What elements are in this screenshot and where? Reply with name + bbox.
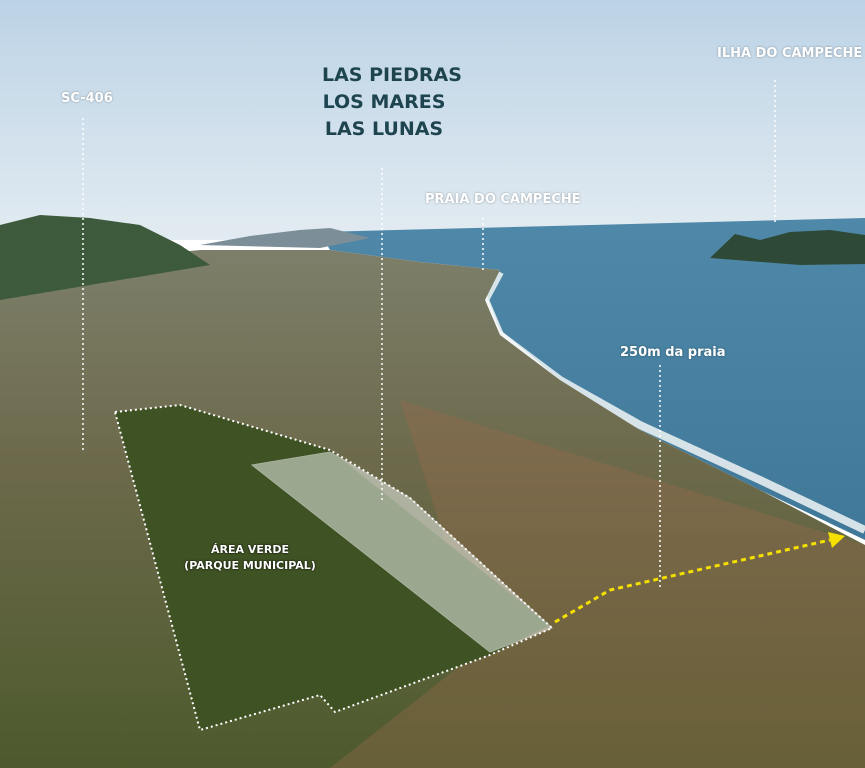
sea [320, 218, 865, 540]
label-las-lunas: LAS LUNAS [324, 118, 444, 140]
label-ilha: ILHA DO CAMPECHE [717, 46, 863, 61]
route-to-beach [554, 538, 831, 624]
label-los-mares: LOS MARES [322, 91, 446, 113]
label-parque-municipal: (PARQUE MUNICIPAL) [184, 559, 316, 572]
label-las-piedras: LAS PIEDRAS [322, 64, 462, 86]
label-sc406: SC-406 [61, 91, 113, 106]
park-boundary [114, 403, 554, 732]
arrow-head-icon [828, 532, 845, 548]
mountains-far [200, 228, 370, 248]
label-praia: PRAIA DO CAMPECHE [425, 192, 581, 207]
label-distance: 250m da praia [620, 345, 726, 360]
forest [115, 405, 550, 730]
island [710, 230, 865, 265]
sky [0, 0, 865, 240]
label-park: ÁREA VERDE (PARQUE MUNICIPAL) [180, 542, 320, 574]
label-condos: LAS PIEDRAS LOS MARES LAS LUNAS [322, 62, 462, 143]
town-tint [330, 400, 865, 768]
label-area-verde: ÁREA VERDE [211, 543, 289, 556]
leader-lines [82, 80, 776, 590]
mountains-left [0, 215, 210, 300]
